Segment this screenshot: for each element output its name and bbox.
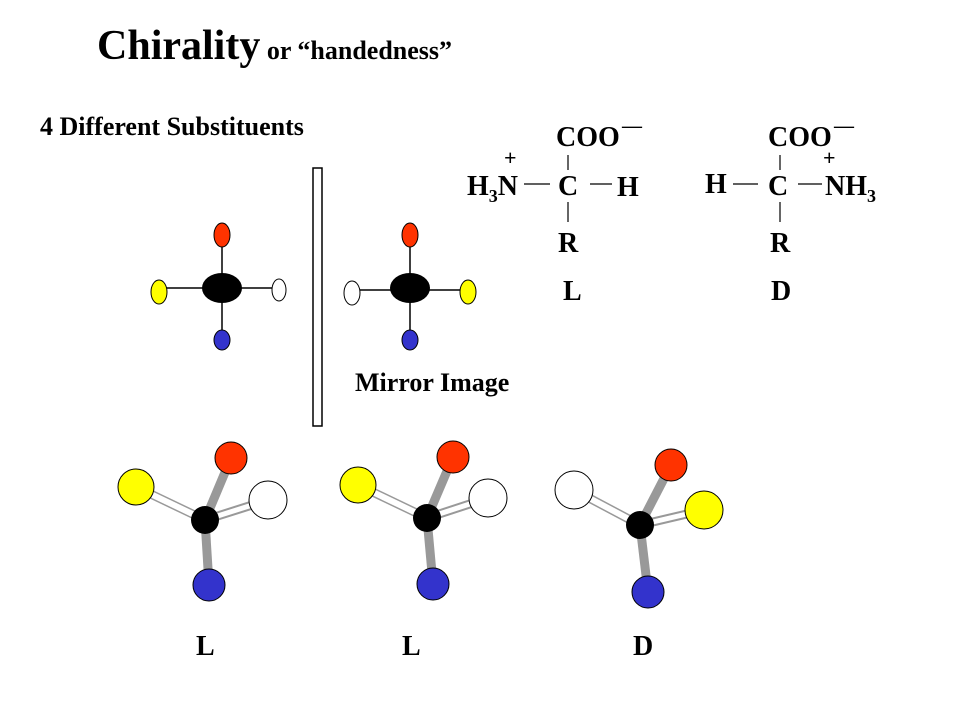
- config-label-l: L: [563, 276, 582, 307]
- blue-atom: [631, 575, 665, 609]
- white-atom: [248, 480, 288, 520]
- model-2-config-label: L: [402, 631, 421, 662]
- coo-charge: —: [621, 115, 643, 137]
- right-h: H: [617, 172, 639, 203]
- white-atom: [343, 280, 361, 306]
- config-label-d: D: [771, 276, 791, 307]
- coo-label: COO: [556, 122, 620, 153]
- carbon-atom: [413, 504, 441, 532]
- yellow-atom: [117, 468, 155, 506]
- ball-stick-model-2: [339, 440, 508, 601]
- coo-label: COO: [768, 122, 832, 153]
- r-group: R: [770, 228, 791, 259]
- mirror-image-label: Mirror Image: [355, 368, 510, 397]
- red-atom: [654, 448, 688, 482]
- r-group: R: [558, 228, 579, 259]
- white-atom: [468, 478, 508, 518]
- red-atom: [401, 222, 419, 248]
- page-title: Chirality or “handedness”: [97, 22, 452, 70]
- ball-stick-model-3: [554, 448, 724, 609]
- fischer-projection-l: COO — + H3N C H R L: [467, 115, 643, 307]
- n-charge: +: [823, 145, 836, 170]
- center-c: C: [558, 171, 578, 202]
- carbon-atom: [626, 511, 654, 539]
- nh3-label: NH3: [825, 171, 876, 206]
- n-charge: +: [504, 145, 517, 170]
- title-sub: or “handedness”: [260, 36, 453, 65]
- carbon-atom: [191, 506, 219, 534]
- nh3-sub: 3: [489, 186, 498, 206]
- model-3-config-label: D: [633, 631, 653, 662]
- ball-stick-model-1: [117, 441, 288, 602]
- flat-molecule-right: [343, 222, 477, 351]
- model-labels: L L D: [196, 631, 653, 662]
- carbon-atom: [390, 273, 430, 303]
- model-1-config-label: L: [196, 631, 215, 662]
- nh3-n: N: [498, 171, 518, 202]
- carbon-atom: [202, 273, 242, 303]
- mirror: [312, 167, 323, 427]
- left-h: H: [705, 169, 727, 200]
- yellow-atom: [339, 466, 377, 504]
- blue-atom: [401, 329, 419, 351]
- red-atom: [213, 222, 231, 248]
- yellow-atom: [459, 279, 477, 305]
- blue-atom: [213, 329, 231, 351]
- red-atom: [436, 440, 470, 474]
- yellow-atom: [684, 490, 724, 530]
- white-atom: [271, 278, 287, 302]
- nh3-nh: NH: [825, 171, 867, 202]
- subtitle: 4 Different Substituents: [40, 112, 304, 141]
- flat-molecule-left: [150, 222, 287, 351]
- title-main: Chirality: [97, 23, 261, 69]
- nh3-h: H: [467, 171, 489, 202]
- blue-atom: [192, 568, 226, 602]
- blue-atom: [416, 567, 450, 601]
- red-atom: [214, 441, 248, 475]
- coo-charge: —: [833, 115, 855, 137]
- nh3-sub: 3: [867, 186, 876, 206]
- fischer-projection-d: COO — H C + NH3 R D: [705, 115, 876, 307]
- nh3-label: H3N: [467, 171, 518, 206]
- yellow-atom: [150, 279, 168, 305]
- white-atom: [554, 470, 594, 510]
- center-c: C: [768, 171, 788, 202]
